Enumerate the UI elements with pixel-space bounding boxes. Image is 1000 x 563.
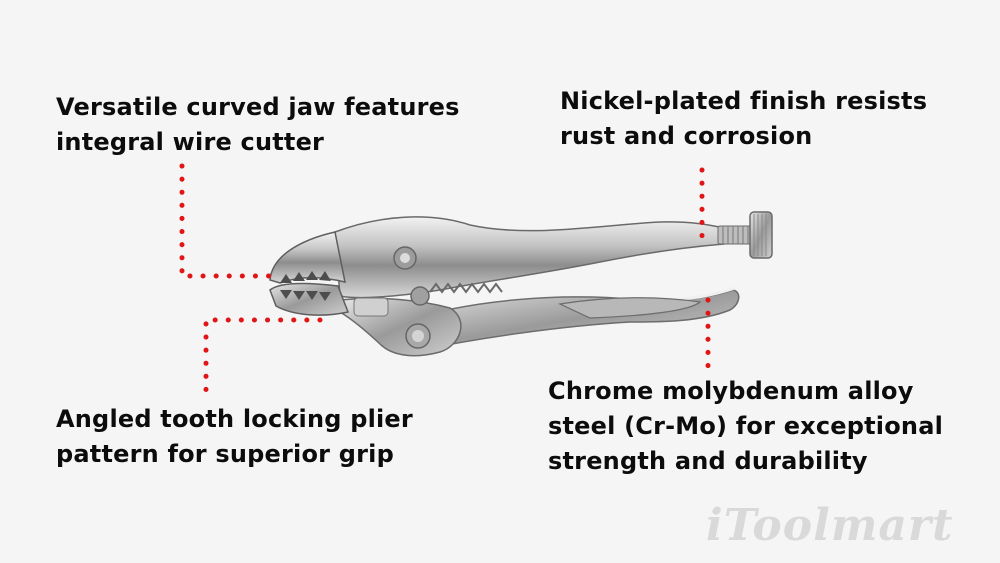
upper-jaw [269, 231, 346, 284]
callout-angled-tooth-line2: pattern for superior grip [56, 440, 394, 468]
callout-chrome-molybdenum-line3: strength and durability [548, 447, 868, 475]
callout-nickel-finish-line1: Nickel-plated finish resists [560, 87, 928, 115]
callout-curved-jaw-line2: integral wire cutter [56, 128, 325, 156]
link-rivet [410, 286, 430, 306]
callout-angled-tooth: Angled tooth locking plier pattern for s… [56, 402, 413, 472]
spring [429, 282, 503, 294]
callout-nickel-finish: Nickel-plated finish resists rust and co… [560, 84, 927, 154]
release-lever [557, 297, 702, 319]
callout-chrome-molybdenum-line2: steel (Cr-Mo) for exceptional [548, 412, 944, 440]
callout-chrome-molybdenum: Chrome molybdenum alloy steel (Cr-Mo) fo… [548, 374, 943, 479]
leader-line-jaw [179, 163, 273, 279]
itoolmart-watermark: iToolmart [706, 500, 954, 551]
lower-jaw [269, 282, 350, 316]
callout-angled-tooth-line1: Angled tooth locking plier [56, 405, 413, 433]
callout-chrome-molybdenum-line1: Chrome molybdenum alloy [548, 377, 914, 405]
leader-line-tooth [203, 317, 323, 395]
callout-nickel-finish-line2: rust and corrosion [560, 122, 813, 150]
locking-plier-image [269, 211, 773, 357]
callout-curved-jaw-line1: Versatile curved jaw features [56, 93, 460, 121]
adjusting-knob [749, 211, 773, 259]
leader-lines [179, 163, 711, 395]
handle-stamp-plate [353, 297, 389, 317]
callout-curved-jaw: Versatile curved jaw features integral w… [56, 90, 460, 160]
